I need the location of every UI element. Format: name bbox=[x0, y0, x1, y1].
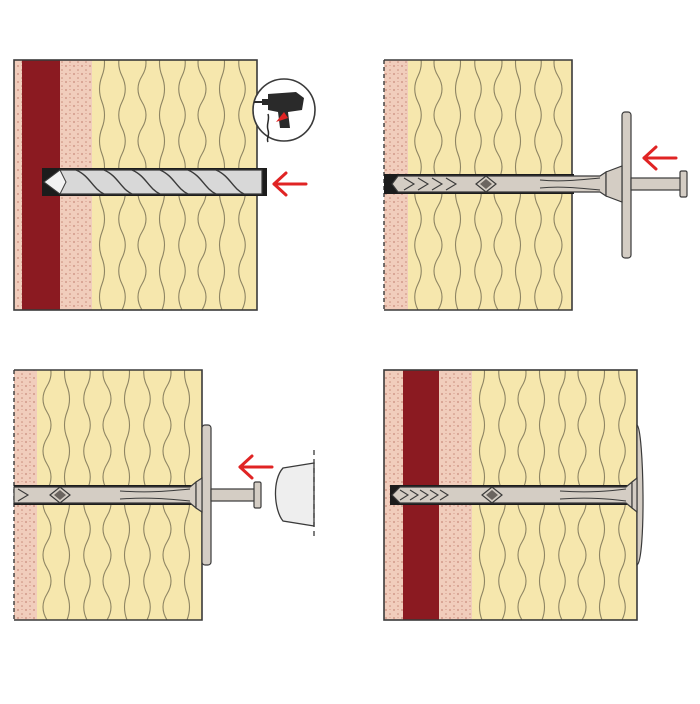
drill-hole-step bbox=[13, 59, 316, 311]
insert-anchor-step bbox=[383, 59, 688, 311]
arrow-left-icon bbox=[642, 145, 678, 171]
arrow-left-icon bbox=[272, 171, 308, 197]
insulation-anchor bbox=[391, 423, 644, 567]
insulation-anchor bbox=[391, 111, 688, 259]
arrow-left-icon bbox=[238, 454, 274, 480]
hammer-head-icon bbox=[274, 450, 315, 540]
anchor-installed-step bbox=[383, 369, 644, 621]
drill-bit bbox=[43, 169, 263, 195]
hammer-nail-step bbox=[13, 369, 315, 621]
insulation-anchor bbox=[13, 424, 262, 566]
drill-icon bbox=[252, 78, 316, 143]
